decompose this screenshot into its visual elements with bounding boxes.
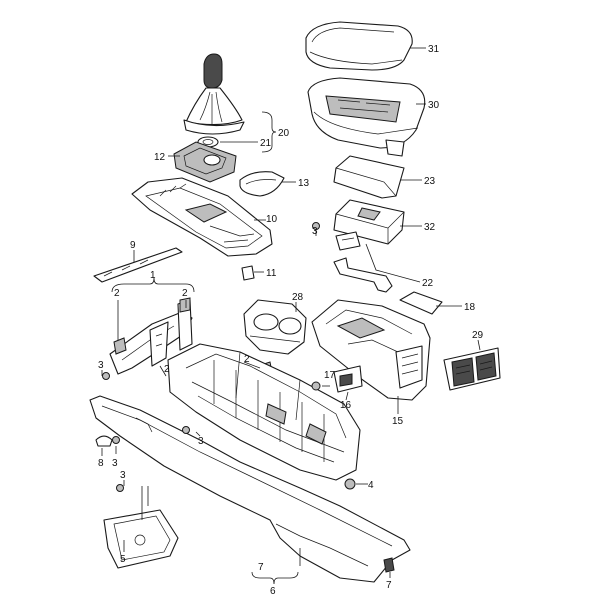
- callout-3-knob: 3: [112, 458, 118, 469]
- part-9-strip: [93, 247, 183, 283]
- callout-3-module: 3: [312, 226, 318, 237]
- callout-2-upper: 2: [182, 288, 188, 299]
- callout-11: 11: [266, 268, 277, 279]
- bracket-small: [335, 231, 361, 251]
- part-13-insert: [239, 171, 285, 197]
- callout-12: 12: [154, 152, 166, 163]
- callout-20: 20: [278, 128, 290, 139]
- console-carrier: [167, 343, 361, 481]
- callout-2-right: 2: [244, 354, 250, 365]
- callout-7-left: 7: [258, 562, 264, 573]
- callout-30: 30: [428, 100, 440, 111]
- part-2-clip-left: [113, 337, 127, 355]
- part-1-frame: [109, 299, 193, 375]
- part-29-air-vent: [443, 347, 501, 391]
- part-4-nut: [344, 478, 356, 490]
- part-23-cover: [333, 155, 405, 199]
- callout-6: 6: [270, 586, 276, 597]
- callout-2-left: 2: [114, 288, 120, 299]
- callout-labels: 31 30 23 32 22 18 13 10 11 12 21 20 9 1 …: [98, 44, 484, 597]
- callout-29: 29: [472, 330, 484, 341]
- callout-31: 31: [428, 44, 440, 55]
- part-6-side-panel: [89, 395, 411, 583]
- callout-16: 16: [340, 400, 352, 411]
- leader-lines: [101, 47, 481, 585]
- part-3-screws: [102, 222, 320, 492]
- callout-10: 10: [266, 214, 278, 225]
- part-12-trim-plate: [173, 141, 237, 183]
- part-31-armrest-lid: [305, 21, 413, 71]
- callout-9: 9: [130, 240, 136, 251]
- callout-5: 5: [120, 554, 126, 565]
- callout-22: 22: [422, 278, 434, 289]
- callout-4: 4: [368, 480, 374, 491]
- part-15-rear-console: [311, 299, 431, 401]
- part-28-cup-holder: [243, 299, 307, 355]
- part-18-pad: [399, 291, 443, 315]
- callout-15: 15: [392, 416, 404, 427]
- callout-2-frame: 2: [164, 364, 170, 375]
- part-8-knob: [95, 435, 113, 447]
- callout-8: 8: [98, 458, 104, 469]
- part-11-clip: [241, 265, 255, 281]
- part-7-clip: [383, 557, 395, 573]
- part-5-bracket: [103, 509, 179, 569]
- part-16-switch: [333, 365, 363, 393]
- callout-28: 28: [292, 292, 304, 303]
- callout-18: 18: [464, 302, 476, 313]
- callout-3-frame: 3: [98, 360, 104, 371]
- part-2-clip-upper: [179, 297, 191, 313]
- callout-13: 13: [298, 178, 310, 189]
- callout-1: 1: [150, 270, 156, 281]
- callout-3-lower: 3: [120, 470, 126, 481]
- callout-21: 21: [260, 138, 272, 149]
- callout-23: 23: [424, 176, 436, 187]
- part-17-screw: [311, 381, 321, 391]
- part-10-upper-trim: [131, 177, 273, 257]
- callout-3-carrier: 3: [198, 436, 204, 447]
- part-20-gear-knob-boot: [183, 53, 245, 135]
- callout-17: 17: [324, 370, 336, 381]
- callout-32: 32: [424, 222, 436, 233]
- callout-7-right: 7: [386, 580, 392, 591]
- part-22-bracket: [333, 257, 393, 293]
- part-30-armrest-base: [307, 77, 426, 157]
